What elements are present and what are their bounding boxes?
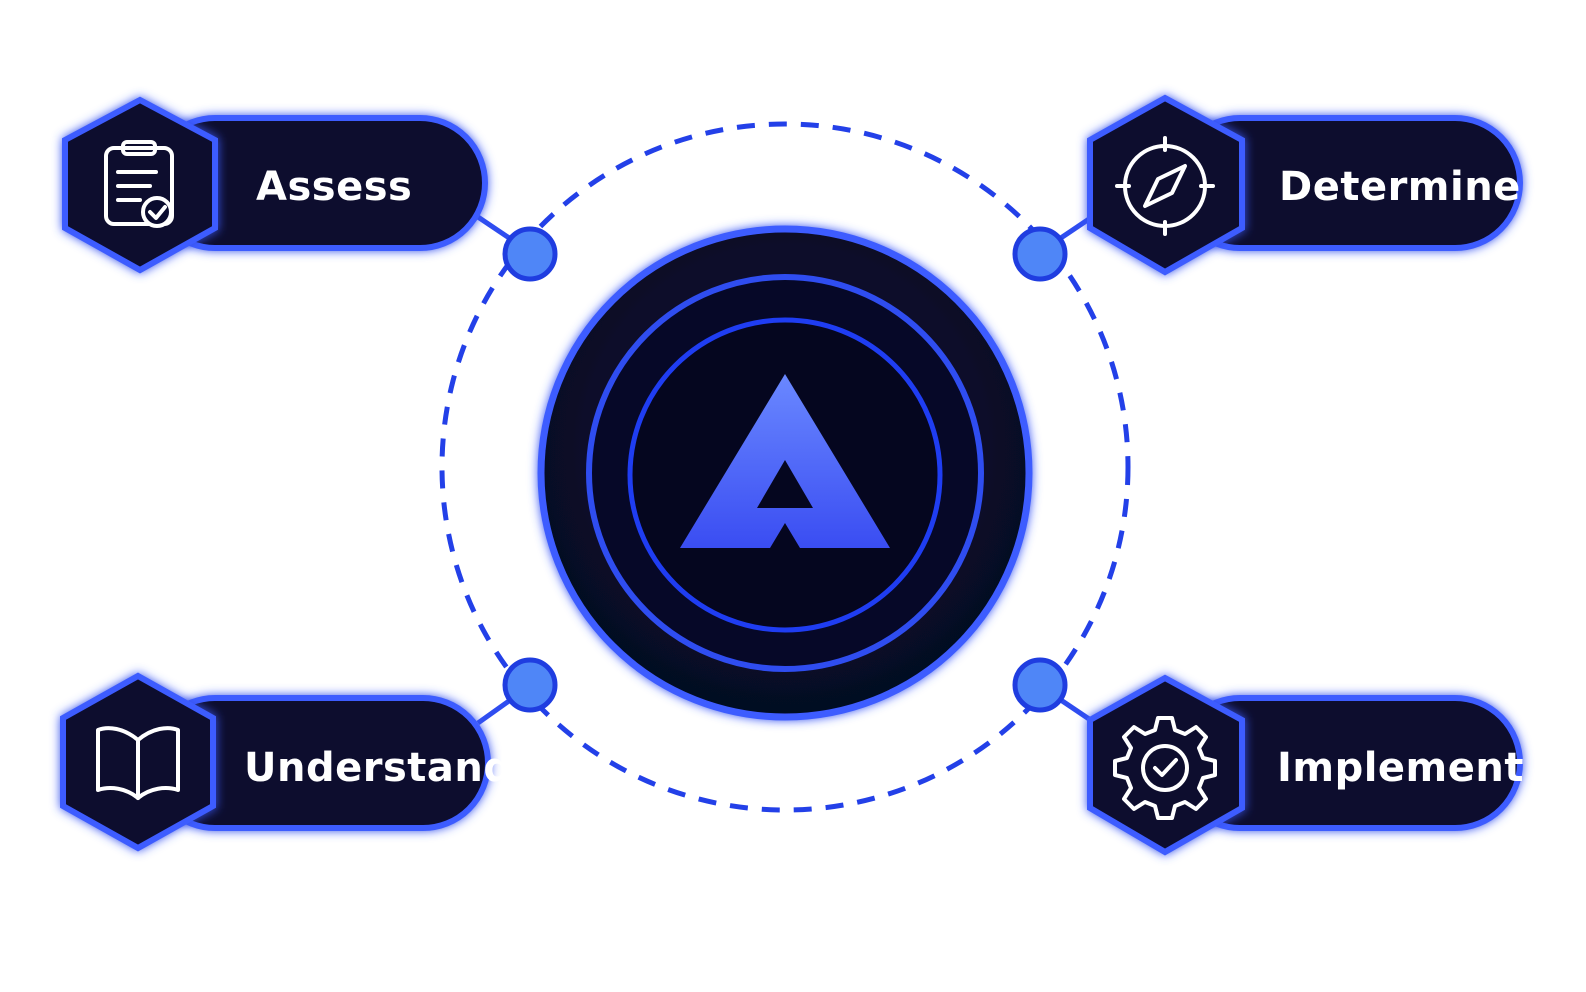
gear-check-icon <box>1113 716 1217 820</box>
hub-inner-ring <box>627 317 943 633</box>
stylized-a-mountain-icon <box>680 374 890 548</box>
node-understand <box>502 657 558 713</box>
compass-icon <box>1115 136 1215 236</box>
icon-hexagon <box>1087 674 1245 856</box>
icon-hexagon <box>1087 94 1245 276</box>
stage-card-implement[interactable]: Implement <box>1087 674 1524 856</box>
node-determine <box>1012 226 1068 282</box>
connector-nodes <box>502 226 1068 713</box>
stage-label-implement: Implement <box>1277 745 1524 791</box>
clipboard-check-icon <box>104 140 174 228</box>
stage-label-understand: Understand <box>244 745 512 791</box>
stage-card-understand[interactable]: Understand <box>60 672 512 852</box>
open-book-icon <box>96 726 180 800</box>
center-hub <box>537 225 1033 721</box>
node-assess <box>502 226 558 282</box>
node-implement <box>1012 657 1068 713</box>
stage-card-determine[interactable]: Determine <box>1087 94 1523 276</box>
stage-label-determine: Determine <box>1279 164 1521 210</box>
stage-label-assess: Assess <box>256 164 412 210</box>
orbit-ring <box>439 121 1131 813</box>
stage-card-assess[interactable]: Assess <box>62 96 488 274</box>
